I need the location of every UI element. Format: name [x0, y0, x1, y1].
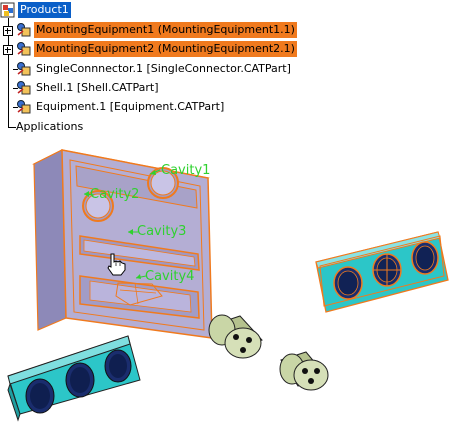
- tree-connector-line: [13, 107, 18, 108]
- component-icon: [17, 23, 31, 37]
- single-connector-1[interactable]: [208, 314, 263, 359]
- cavity4-label: Cavity4: [145, 269, 194, 284]
- tree-node-label: MountingEquipment2 (MountingEquipment2.1…: [34, 41, 297, 57]
- tree-node-mountingequipment2[interactable]: MountingEquipment2 (MountingEquipment2.1…: [0, 40, 310, 58]
- part-icon: [17, 62, 31, 76]
- tree-node-label: Applications: [16, 120, 84, 133]
- tree-node-mountingequipment1[interactable]: MountingEquipment1 (MountingEquipment1.1…: [0, 21, 310, 39]
- equipment-left[interactable]: [7, 335, 141, 422]
- cavity2-label: Cavity2: [90, 187, 139, 202]
- expand-toggle[interactable]: [3, 26, 13, 36]
- mounting-equipment-right[interactable]: [315, 231, 449, 313]
- tree-node-label: Shell.1 [Shell.CATPart]: [36, 81, 159, 94]
- component-icon: [17, 42, 31, 56]
- tree-node-label: MountingEquipment1 (MountingEquipment1.1…: [34, 22, 297, 38]
- hand-cursor-icon: [107, 253, 126, 276]
- part-icon: [17, 81, 31, 95]
- specification-tree: Product1 MountingEquipment1 (MountingEqu…: [0, 0, 330, 140]
- cavity1-label: Cavity1: [161, 163, 210, 178]
- tree-node-shell[interactable]: Shell.1 [Shell.CATPart]: [0, 79, 200, 97]
- tree-node-label: Equipment.1 [Equipment.CATPart]: [36, 100, 225, 113]
- expand-toggle[interactable]: [3, 45, 13, 55]
- tree-node-label: Product1: [18, 2, 71, 18]
- shell-part[interactable]: [32, 149, 213, 339]
- tree-node-applications[interactable]: Applications: [0, 118, 120, 136]
- tree-node-equipment[interactable]: Equipment.1 [Equipment.CATPart]: [0, 98, 250, 116]
- tree-connector-line: [13, 69, 18, 70]
- product-icon: [0, 2, 15, 18]
- tree-node-singleconnector[interactable]: SingleConnnector.1 [SingleConnector.CATP…: [0, 60, 320, 78]
- single-connector-2[interactable]: [279, 351, 329, 391]
- part-icon: [17, 100, 31, 114]
- tree-node-label: SingleConnnector.1 [SingleConnector.CATP…: [36, 62, 291, 75]
- tree-connector-line: [13, 88, 18, 89]
- tree-connector-line: [8, 127, 16, 128]
- tree-connector-line: [8, 18, 9, 128]
- cavity-annotations: [83, 169, 161, 279]
- cavity3-label: Cavity3: [137, 224, 186, 239]
- tree-node-product1[interactable]: Product1: [0, 1, 80, 19]
